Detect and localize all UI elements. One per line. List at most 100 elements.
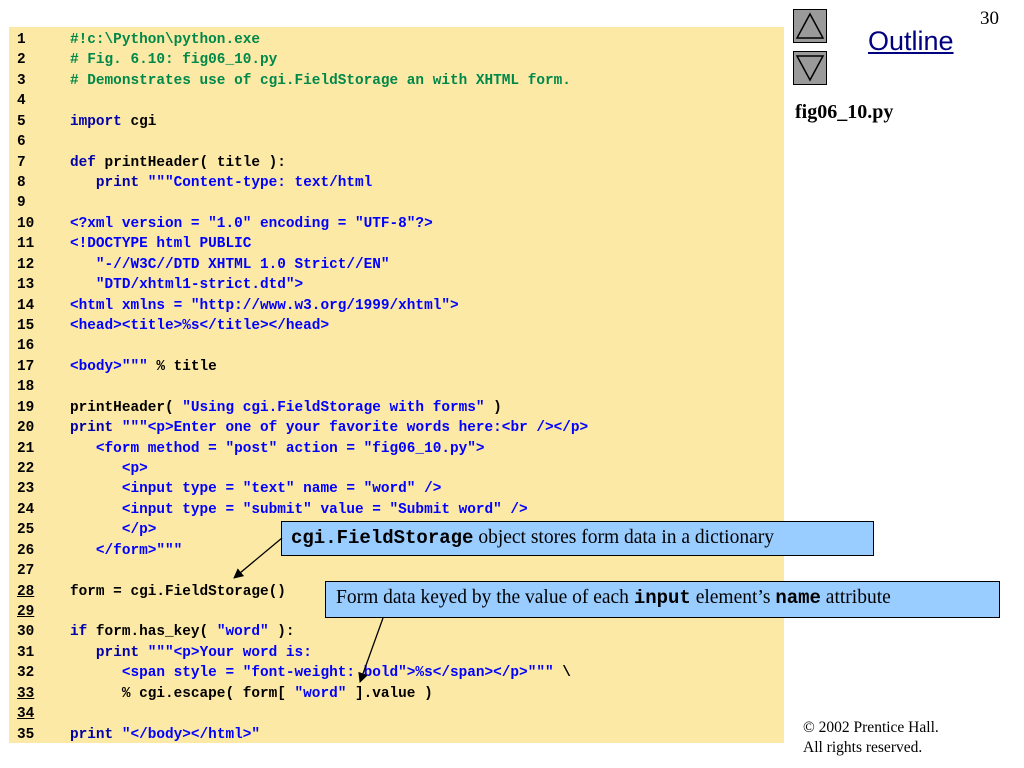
code-token [139,175,148,191]
code-text: <html xmlns = "http://www.w3.org/1999/xh… [70,296,459,316]
next-slide-button[interactable] [793,51,827,85]
code-token: #!c:\Python\python.exe [70,32,260,48]
code-token: print [95,644,140,661]
code-token: % cgi.escape( form[ [70,685,295,702]
code-token: "word" [216,624,269,641]
line-number: 13 [17,277,35,294]
code-token: <!DOCTYPE html PUBLIC [70,236,252,253]
line-number: 29 [17,604,35,621]
code-token: ].value ) [346,685,433,702]
line-number: 35 [17,726,35,743]
code-token: """<p>Your word is: [147,644,312,661]
code-text: #!c:\Python\python.exe [70,30,260,50]
line-number: 3 [17,72,26,89]
code-text: # Demonstrates use of cgi.FieldStorage a… [70,71,571,91]
code-token: print [70,726,114,743]
up-triangle-icon [795,12,825,39]
line-number: 5 [17,113,26,130]
code-text: </form>""" [70,541,182,561]
callout-text: object stores form data in a dictionary [473,527,774,548]
code-token: "DTD/xhtml1-strict.dtd"> [70,277,304,294]
line-number: 17 [17,358,35,375]
line-number: 21 [17,440,35,457]
line-number: 9 [17,195,26,212]
line-number: 2 [17,52,26,69]
code-token: import [70,113,122,130]
line-number: 8 [17,175,26,191]
line-number: 4 [17,93,26,110]
line-number: 18 [17,379,35,396]
code-token: """<p>Enter one of your favorite words h… [121,420,589,437]
code-token: \ [553,665,571,682]
code-text: <input type = "submit" value = "Submit w… [70,500,528,520]
code-token [70,645,96,661]
code-token [113,727,122,743]
line-number: 12 [17,256,35,273]
code-token: print [70,420,114,437]
code-text: # Fig. 6.10: fig06_10.py [70,50,277,70]
line-number: 15 [17,318,35,335]
code-token: <form method = "post" action = "fig06_10… [70,440,485,457]
code-token: "Using cgi.FieldStorage with forms" [182,399,485,416]
code-token: # Demonstrates use of cgi.FieldStorage a… [70,72,571,89]
previous-slide-button[interactable] [793,9,827,43]
line-number: 14 [17,297,35,314]
outline-link[interactable]: Outline [868,26,954,56]
code-text: print """<p>Enter one of your favorite w… [70,418,588,438]
file-name-label: fig06_10.py [795,101,894,123]
code-token [139,645,148,661]
line-number: 23 [17,481,35,498]
code-token: </p> [70,522,157,539]
code-token: <html xmlns = "http://www.w3.org/1999/xh… [70,297,459,314]
code-token: <?xml version = "1.0" encoding = "UTF-8"… [70,215,433,232]
code-token: # Fig. 6.10: fig06_10.py [70,52,278,69]
code-token: """Content-type: text/html [147,175,373,191]
code-token: "</body></html>" [121,726,261,743]
code-text: printHeader( "Using cgi.FieldStorage wit… [70,398,502,418]
code-text: print "</body></html>" [70,725,260,745]
line-number: 32 [17,665,35,682]
code-token: ): [268,624,295,641]
code-text: <!DOCTYPE html PUBLIC [70,234,251,254]
code-token: <input type = "text" name = "word" /> [70,481,442,498]
code-token: form.has_key( [87,624,217,641]
code-text: <input type = "text" name = "word" /> [70,479,442,499]
line-number: 26 [17,542,35,559]
code-text: def printHeader( title ): [70,153,286,173]
code-text: % cgi.escape( form[ "word" ].value ) [70,684,433,704]
code-text: </p> [70,520,157,540]
code-token: def [70,154,96,171]
line-number: 10 [17,215,35,232]
line-number: 20 [17,420,35,437]
code-token: <body>""" [70,358,148,375]
line-number: 6 [17,134,26,151]
copyright-line-1: © 2002 Prentice Hall. [803,719,939,736]
code-token: % title [147,358,217,375]
callout-code-term-name: name [775,587,821,609]
code-text: print """Content-type: text/html [70,173,372,193]
code-text: <body>""" % title [70,357,217,377]
code-text: <p> [70,459,148,479]
code-token: form = cgi.FieldStorage() [70,583,286,600]
down-triangle-icon [795,55,825,82]
line-number: 25 [17,522,35,539]
code-token: cgi [121,113,157,130]
line-number: 30 [17,624,35,641]
copyright-line-2: All rights reserved. [803,739,923,756]
callout-text-mid: element’s [690,587,776,608]
line-number: 22 [17,461,35,478]
code-text: "DTD/xhtml1-strict.dtd"> [70,275,303,295]
code-token: <head><title>%s</title></head> [70,318,330,335]
code-text: print """<p>Your word is: [70,643,312,663]
line-number: 28 [17,583,35,600]
code-text: <form method = "post" action = "fig06_10… [70,439,485,459]
copyright-notice: © 2002 Prentice Hall. All rights reserve… [803,718,939,758]
line-number: 27 [17,563,35,580]
callout-fieldstorage: cgi.FieldStorage object stores form data… [281,521,874,556]
line-number: 24 [17,501,35,518]
code-token [70,175,96,191]
code-text: "-//W3C//DTD XHTML 1.0 Strict//EN" [70,255,390,275]
code-token: printHeader( title ): [95,154,286,171]
slide-number: 30 [980,8,999,29]
